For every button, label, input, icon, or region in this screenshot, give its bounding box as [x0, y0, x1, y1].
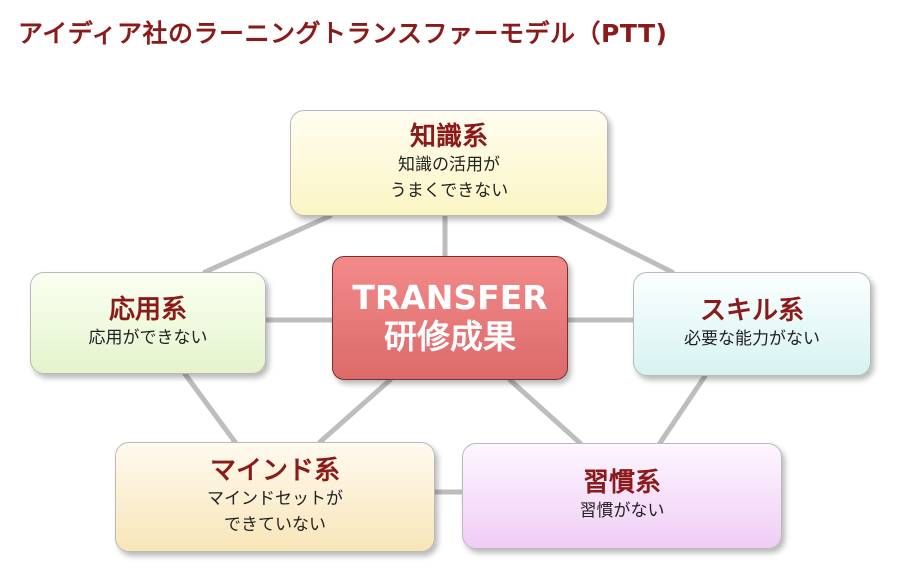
- node-applied-heading: 応用系: [108, 294, 187, 325]
- node-skill-heading: スキル系: [699, 295, 804, 326]
- node-applied: 応用系 応用ができない: [30, 272, 266, 374]
- node-habit: 習慣系 習慣がない: [462, 443, 782, 549]
- node-knowledge: 知識系 知識の活用が うまくできない: [290, 110, 608, 216]
- node-knowledge-desc-line2: うまくできない: [389, 180, 509, 201]
- node-skill: スキル系 必要な能力がない: [633, 272, 871, 376]
- node-applied-desc: 応用ができない: [88, 327, 208, 348]
- node-mind: マインド系 マインドセットが できていない: [115, 442, 435, 552]
- center-label-japanese: 研修成果: [384, 317, 516, 357]
- center-label-english: TRANSFER: [352, 278, 548, 318]
- edge-knowledge-applied: [202, 213, 333, 275]
- node-mind-desc-line2: できていない: [224, 514, 326, 535]
- page-title: アイディア社のラーニングトランスファーモデル（PTT): [18, 19, 668, 48]
- node-knowledge-heading: 知識系: [409, 121, 488, 152]
- node-habit-desc: 習慣がない: [579, 500, 665, 521]
- node-knowledge-desc-line1: 知識の活用が: [398, 155, 500, 176]
- node-mind-desc-line1: マインドセットが: [207, 489, 343, 510]
- edge-applied-mind: [182, 371, 238, 445]
- edge-skill-habit: [657, 373, 708, 446]
- node-mind-heading: マインド系: [209, 455, 340, 486]
- node-center-transfer: TRANSFER 研修成果: [332, 256, 568, 380]
- edge-center-habit: [507, 377, 583, 446]
- node-habit-heading: 習慣系: [582, 467, 661, 498]
- edge-knowledge-skill: [557, 213, 675, 275]
- node-skill-desc: 必要な能力がない: [684, 328, 820, 349]
- edge-center-mind: [317, 377, 393, 445]
